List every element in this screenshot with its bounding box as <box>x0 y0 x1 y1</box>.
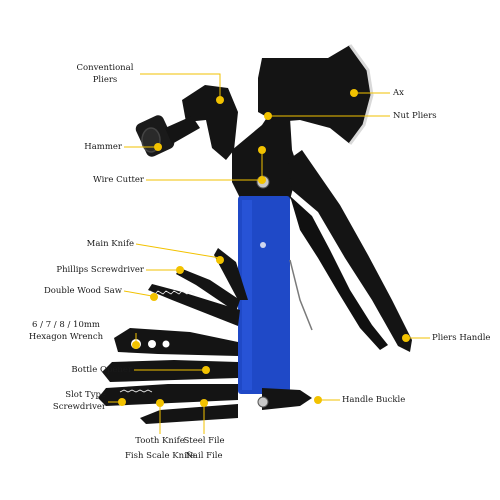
dot-file <box>200 399 208 407</box>
dot-hammer <box>154 143 162 151</box>
label-double-wood-saw: Double Wood Saw <box>43 286 122 296</box>
dot-buckle <box>314 396 322 404</box>
label-hexagon-wrench: 6 / 7 / 8 / 10mm Hexagon Wrench <box>28 320 104 342</box>
label-wire-cutter: Wire Cutter <box>92 175 144 185</box>
label-steel-file: Steel File Nail File <box>183 436 225 461</box>
phillips-blade <box>176 268 240 312</box>
hammer-head <box>182 85 238 160</box>
ax-blade-edge <box>348 44 374 145</box>
hex-hole-3 <box>162 340 170 348</box>
dot-saw <box>150 293 158 301</box>
dot-slot <box>118 398 126 406</box>
label-handle-buckle: Handle Buckle <box>342 395 406 405</box>
dot-wire-cutter-2 <box>258 176 266 184</box>
dot-ax <box>350 89 358 97</box>
pliers-handle-inner <box>290 196 388 350</box>
buckle-bolt <box>257 396 269 408</box>
callout-line-pliers <box>140 73 221 100</box>
callout-dots <box>118 89 410 407</box>
handle-rivet-top <box>260 242 266 248</box>
label-slot-type-screwdriver: Slot Type Screwdriver <box>52 390 106 412</box>
label-main-knife: Main Knife <box>86 239 134 249</box>
handle-buckle-shape <box>262 388 312 410</box>
label-ax: Ax <box>393 88 404 98</box>
blue-handle-highlight <box>242 200 252 390</box>
dot-bottle <box>202 366 210 374</box>
wood-saw-teeth <box>149 290 196 295</box>
dot-pliers <box>216 96 224 104</box>
dot-tooth <box>156 399 164 407</box>
fish-scale-teeth <box>119 389 153 393</box>
label-bottle-opener: Bottle Opener <box>71 365 132 375</box>
handle-spring <box>289 259 313 331</box>
file-blade <box>140 404 238 424</box>
pliers-handle-shape <box>288 150 412 352</box>
callout-lines <box>108 73 430 434</box>
callout-line-saw <box>123 290 153 297</box>
label-tooth-knife: Tooth Knife Fish Scale Knife <box>125 436 195 461</box>
dot-main-knife <box>216 256 224 264</box>
dot-wire-cutter <box>258 146 266 154</box>
bottle-opener-blade <box>102 360 238 382</box>
dot-phillips <box>176 266 184 274</box>
dot-hex <box>132 341 140 349</box>
dot-pliers-handle <box>402 334 410 342</box>
label-phillips-screwdriver: Phillips Screwdriver <box>56 265 144 275</box>
hex-wrench-blade <box>114 328 238 356</box>
hammer-neck <box>165 116 200 144</box>
dot-nut-pliers <box>264 112 272 120</box>
pliers-jaw <box>232 110 298 200</box>
callout-line-main-knife <box>135 243 221 259</box>
wood-saw-blade <box>148 284 240 326</box>
label-pliers-handle: Pliers Handle <box>432 333 491 343</box>
label-nut-pliers: Nut Pliers <box>393 111 437 121</box>
label-hammer: Hammer <box>84 142 122 152</box>
callout-line-wire-cutter <box>146 150 263 181</box>
label-conventional-pliers: Conventional Pliers <box>76 63 134 85</box>
hex-hole-2 <box>148 340 156 348</box>
